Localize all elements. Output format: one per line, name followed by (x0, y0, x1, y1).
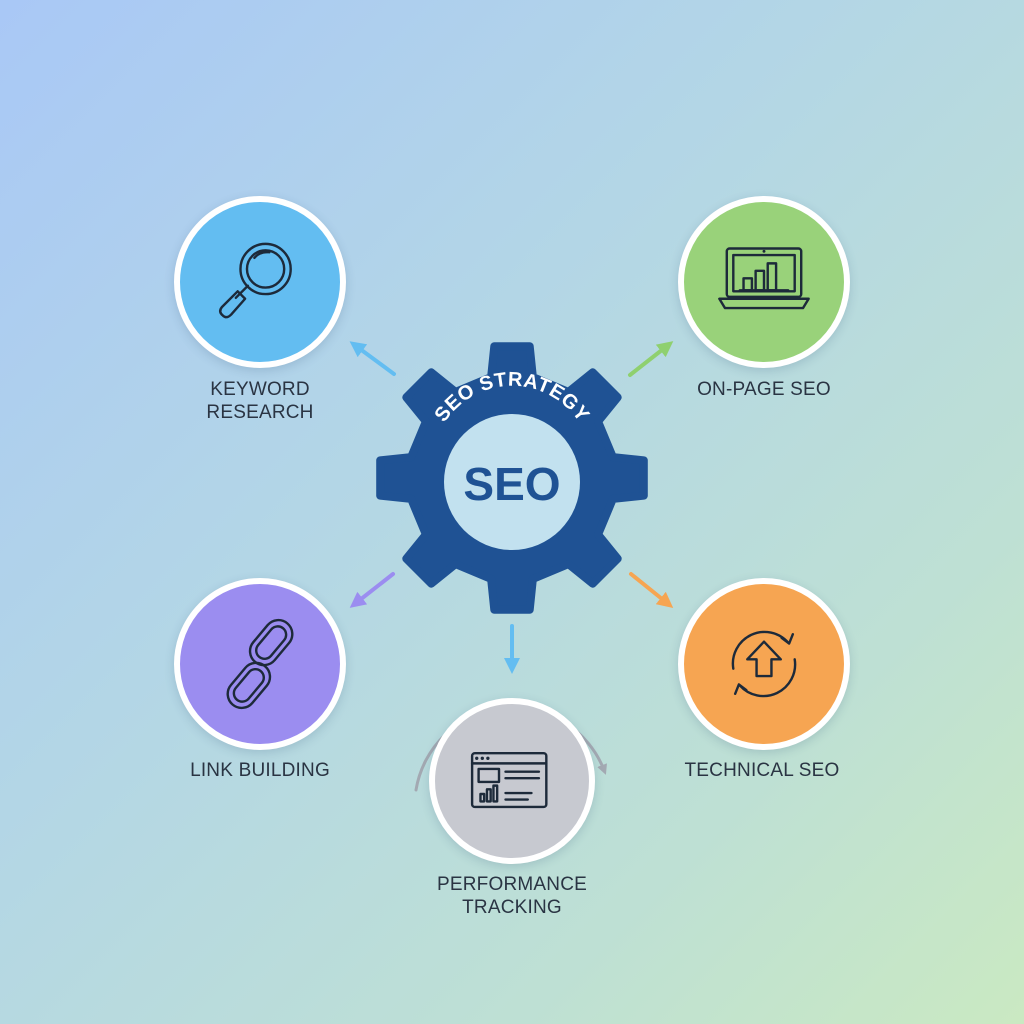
link-building-node (174, 578, 346, 750)
technical-seo-label: TECHNICAL SEO (684, 760, 840, 781)
on-page-seo-node (678, 196, 850, 368)
arrow-to-keyword-research (349, 341, 396, 376)
keyword-research-node (174, 196, 346, 368)
arrow-to-link-building (349, 572, 395, 608)
link-building-label: LINK BUILDING (190, 760, 330, 781)
arrow-to-on-page-seo (628, 341, 674, 377)
gear-hub (444, 414, 580, 550)
gear-icon (376, 342, 648, 614)
laptop-chart-icon (718, 247, 810, 310)
performance-tracking-label: PERFORMANCE TRACKING (437, 874, 587, 918)
keyword-research-label: KEYWORD RESEARCH (206, 379, 314, 423)
on-page-seo-label: ON-PAGE SEO (697, 379, 831, 400)
magnifier-icon (219, 242, 292, 319)
technical-seo-node (678, 578, 850, 750)
performance-tracking-node (429, 698, 595, 864)
refresh-upload-icon (731, 630, 797, 698)
gear-center-label: SEO (463, 458, 560, 510)
arrow-to-technical-seo (629, 572, 674, 609)
browser-dashboard-icon (470, 751, 548, 809)
chain-link-icon (226, 618, 294, 710)
